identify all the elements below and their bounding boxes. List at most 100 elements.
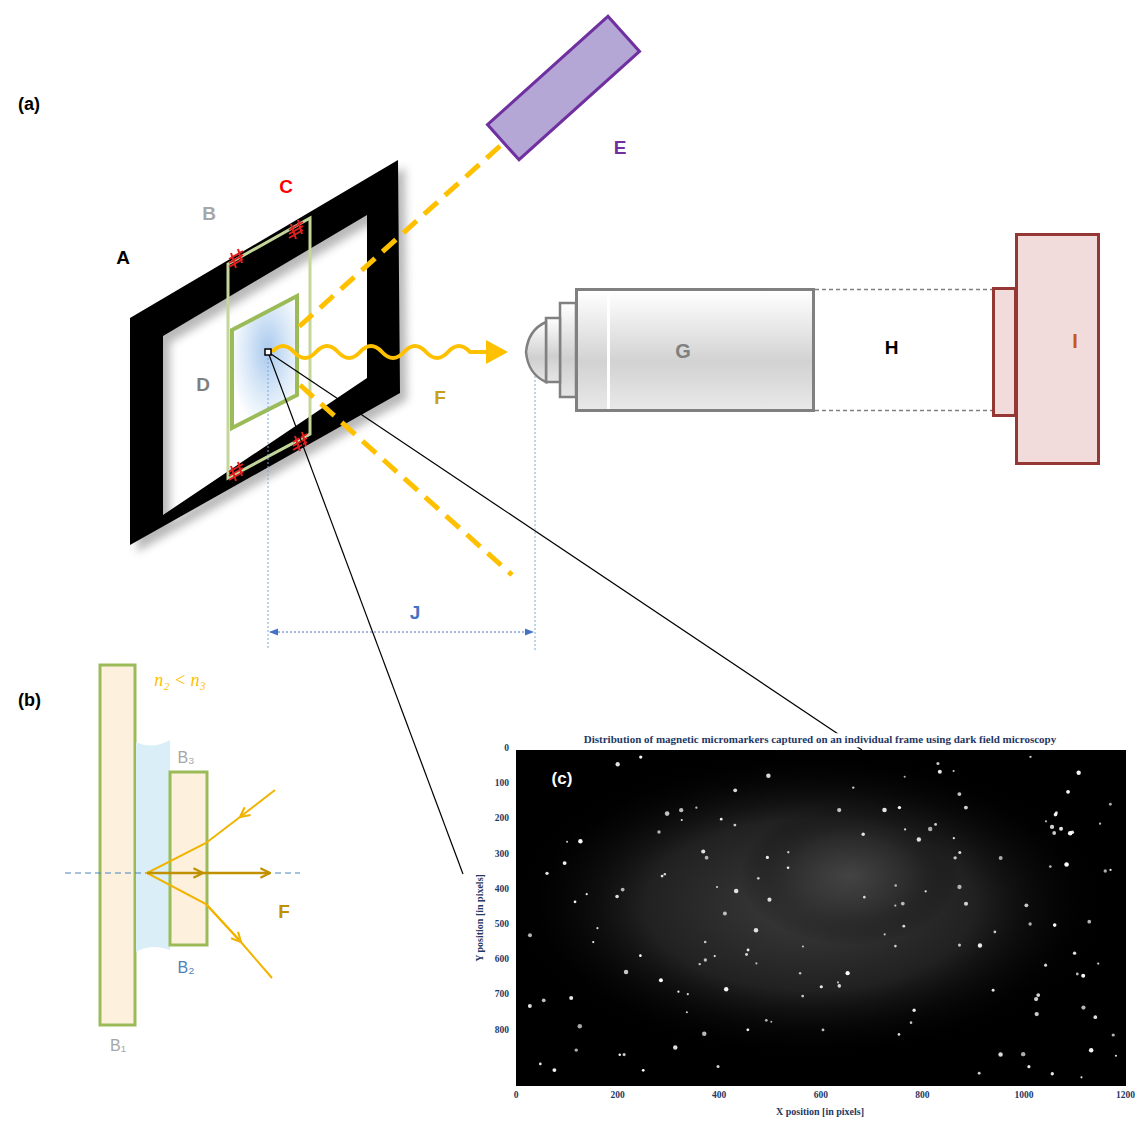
micromarker-dot bbox=[705, 856, 709, 860]
micromarker-dot bbox=[704, 941, 707, 944]
cover-slip bbox=[232, 296, 297, 428]
chart-title: Distribution of magnetic micromarkers ca… bbox=[581, 733, 1059, 747]
micromarker-dot bbox=[1053, 923, 1057, 927]
micromarker-dot bbox=[1115, 1055, 1117, 1057]
micromarker-dot bbox=[957, 885, 961, 889]
objective-nose bbox=[546, 318, 560, 382]
scattered-ray bbox=[203, 872, 270, 875]
micromarker-dot bbox=[799, 972, 801, 974]
part-letter: B bbox=[202, 204, 216, 224]
micromarker-dot bbox=[1050, 825, 1054, 829]
micromarker-dot bbox=[542, 998, 546, 1002]
micromarker-dot bbox=[845, 971, 849, 975]
layer-label: B₂ bbox=[178, 960, 195, 977]
micromarker-dot bbox=[596, 927, 598, 929]
part-letter: F bbox=[434, 388, 446, 408]
objective-lens: G bbox=[575, 288, 815, 412]
micromarker-dot bbox=[953, 770, 955, 772]
objective-ring bbox=[607, 291, 610, 409]
tick-label: 500 bbox=[495, 920, 509, 930]
tick-label: 800 bbox=[915, 1091, 929, 1101]
micromarker-dot bbox=[1076, 770, 1080, 774]
micromarker-dot bbox=[616, 762, 620, 766]
micromarker-dot bbox=[716, 886, 718, 888]
micromarker-dot bbox=[822, 1029, 825, 1032]
zoom-leader-line bbox=[268, 352, 463, 874]
tick-label: 1000 bbox=[1015, 1091, 1034, 1101]
micromarker-dot bbox=[673, 1045, 677, 1049]
micromarker-dot bbox=[837, 981, 839, 983]
micromarker-dot bbox=[681, 819, 683, 821]
micromarker-dot bbox=[1052, 831, 1056, 835]
micromarker-dot bbox=[578, 1024, 582, 1028]
micromarker-dot bbox=[679, 808, 683, 812]
micromarker-dot bbox=[1066, 790, 1070, 794]
micromarker-dot bbox=[528, 933, 532, 937]
micromarker-dot bbox=[1028, 922, 1031, 925]
dimension-line bbox=[270, 632, 533, 633]
glass-slide bbox=[228, 218, 310, 478]
micromarker-dot bbox=[615, 895, 619, 899]
panel-label: (b) bbox=[18, 691, 41, 710]
micromarker-dot bbox=[1071, 831, 1075, 835]
part-letter: C bbox=[279, 177, 293, 197]
micromarker-dot bbox=[747, 949, 750, 952]
micromarker-dot bbox=[639, 954, 642, 957]
micromarker-dot bbox=[720, 818, 723, 821]
part-letter: G bbox=[675, 341, 691, 362]
micromarker-dot bbox=[894, 904, 896, 906]
refractive-index-note: n₂ < n₃ bbox=[154, 671, 206, 690]
micromarker-dot bbox=[592, 941, 594, 943]
part-letter: D bbox=[196, 375, 210, 395]
micromarker-dot bbox=[745, 953, 748, 956]
micromarker-dot bbox=[657, 830, 660, 833]
micromarker-dot bbox=[894, 884, 897, 887]
micromarker-dot bbox=[766, 856, 769, 859]
micromarker-dot bbox=[787, 867, 790, 870]
reflected-beam bbox=[300, 385, 512, 575]
micromarker-dot bbox=[964, 902, 968, 906]
scattered-light-arrowhead bbox=[486, 340, 508, 364]
tick-label: 300 bbox=[495, 850, 509, 860]
part-letter: H bbox=[882, 337, 902, 359]
objective-nose bbox=[526, 322, 546, 382]
scattered-light-wave bbox=[272, 346, 488, 358]
micromarker-dot bbox=[863, 896, 866, 899]
micromarker-dot bbox=[699, 963, 701, 965]
micromarker-dot bbox=[1054, 813, 1057, 816]
camera-body bbox=[1015, 233, 1100, 465]
micromarker-dot bbox=[1087, 920, 1091, 924]
panel-label: (a) bbox=[18, 95, 40, 114]
light-source: E bbox=[480, 5, 655, 170]
micromarker-dot bbox=[882, 808, 887, 813]
micromarker-dot bbox=[925, 890, 927, 892]
micromarker-dot bbox=[1045, 820, 1047, 822]
micromarker-dot bbox=[852, 786, 854, 788]
beam-label: F bbox=[278, 902, 290, 922]
micromarker-dot bbox=[1076, 973, 1079, 976]
micromarker-dot bbox=[910, 1021, 913, 1024]
micromarker-dot bbox=[1081, 974, 1085, 978]
micromarker-dot bbox=[765, 1019, 768, 1022]
panel-label: (c) bbox=[552, 770, 573, 788]
micromarker-dot bbox=[661, 875, 664, 878]
micromarker-dot bbox=[746, 1028, 749, 1031]
micromarker-dot bbox=[928, 827, 932, 831]
tick-label: 600 bbox=[814, 1091, 828, 1101]
micromarker-dot bbox=[958, 944, 961, 947]
frame-shadow bbox=[137, 167, 407, 552]
micromarker-dot bbox=[723, 912, 727, 916]
tick-label: 100 bbox=[495, 779, 509, 789]
axis-title: Y position [in pixels] bbox=[475, 874, 486, 962]
micromarker-dot bbox=[1089, 1048, 1093, 1052]
micromarker-dot bbox=[1049, 865, 1052, 868]
tick-label: 600 bbox=[495, 955, 509, 965]
connectors bbox=[815, 290, 992, 411]
micromarker-dot bbox=[754, 928, 758, 932]
slide-clip bbox=[229, 249, 243, 268]
micromarker-dot bbox=[639, 755, 642, 758]
glass-layer bbox=[100, 665, 135, 1025]
micromarker-dot bbox=[701, 849, 705, 853]
objective-nose bbox=[560, 303, 576, 397]
